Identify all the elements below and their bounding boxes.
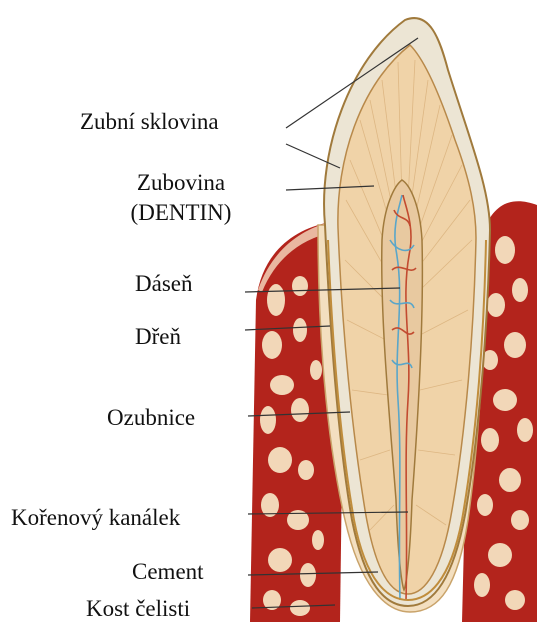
label-dentin-line1: Zubovina (111, 168, 251, 198)
label-cement: Cement (132, 560, 204, 583)
label-enamel: Zubní sklovina (80, 110, 219, 133)
label-periodontium: Ozubnice (107, 406, 195, 429)
label-root-canal: Kořenový kanálek (11, 506, 180, 529)
label-gum: Dáseň (135, 272, 192, 295)
label-pulp: Dřeň (135, 325, 181, 348)
label-dentin: Zubovina (DENTIN) (111, 168, 251, 229)
label-dentin-line2: (DENTIN) (111, 198, 251, 228)
label-jawbone: Kost čelisti (86, 597, 190, 620)
